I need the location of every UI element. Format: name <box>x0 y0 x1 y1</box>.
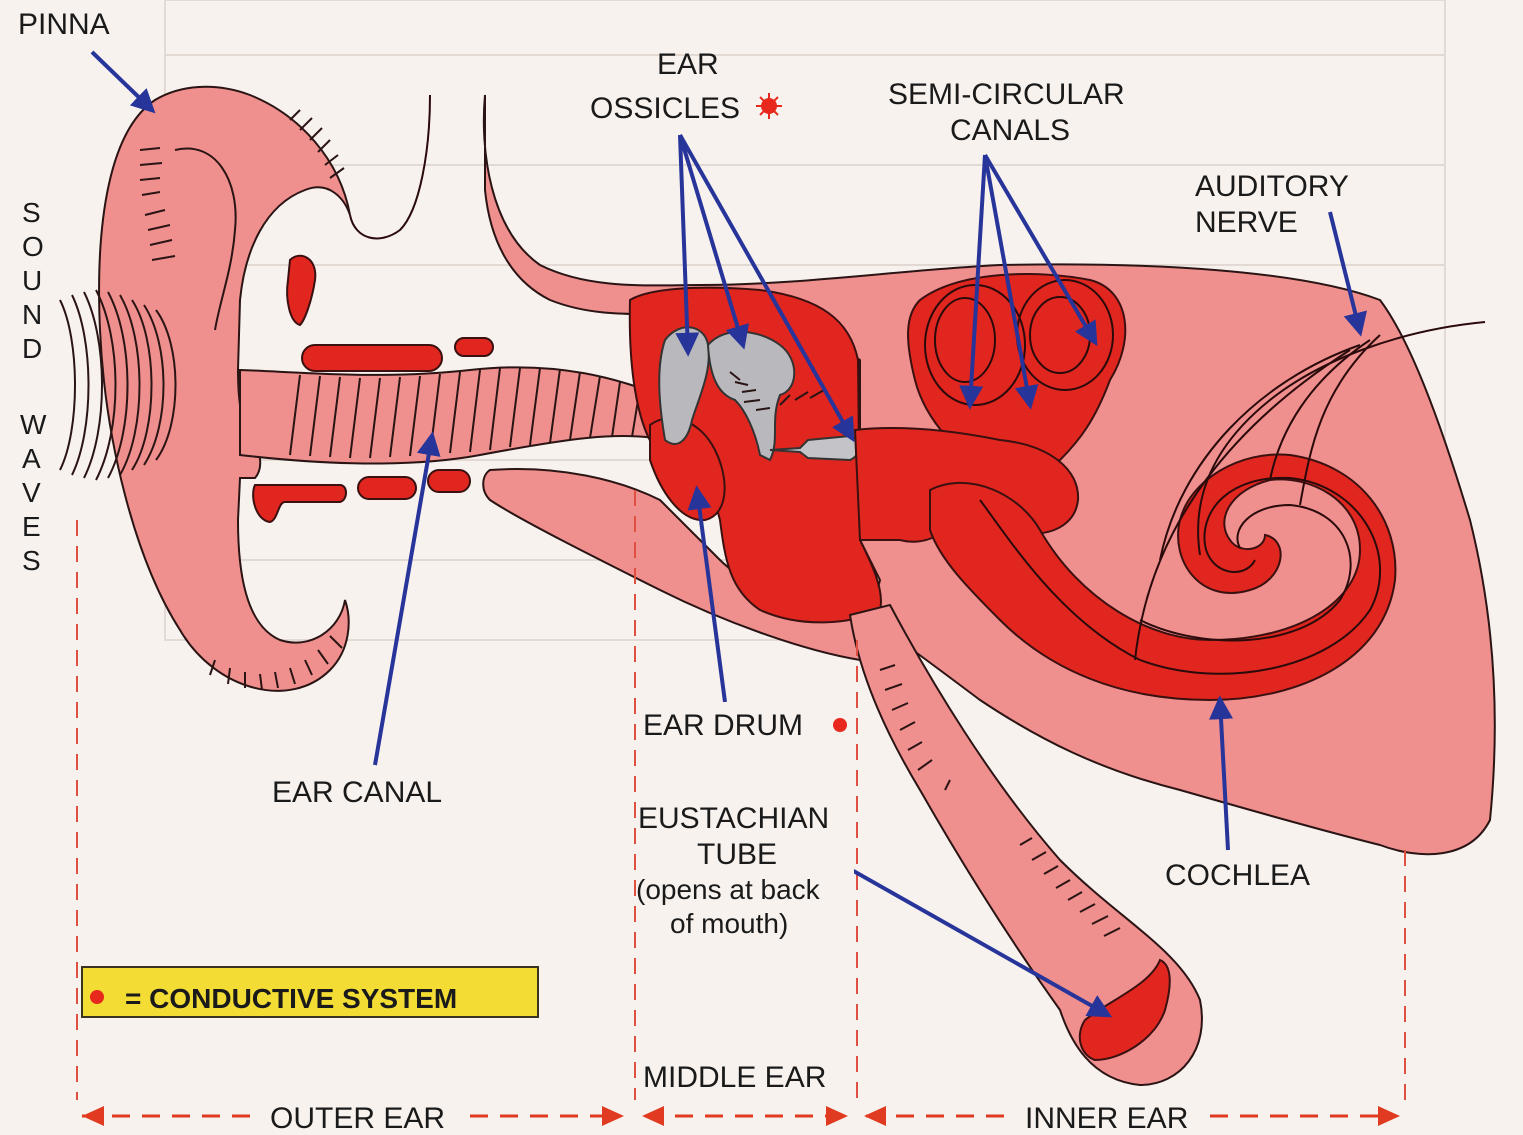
label-middle-ear: MIDDLE EAR <box>643 1061 826 1094</box>
svg-text:W: W <box>20 409 47 440</box>
label-ear-ossicles-2: OSSICLES <box>590 92 740 125</box>
cartilage-5 <box>358 477 416 499</box>
label-eustachian-3: (opens at back <box>636 874 821 905</box>
label-eustachian-1: EUSTACHIAN <box>638 802 829 835</box>
legend-box: = CONDUCTIVE SYSTEM <box>82 967 538 1017</box>
label-cochlea: COCHLEA <box>1165 859 1310 892</box>
legend-text: = CONDUCTIVE SYSTEM <box>125 983 457 1014</box>
label-semicircular-2: CANALS <box>950 114 1070 147</box>
label-ear-canal: EAR CANAL <box>272 776 442 809</box>
label-outer-ear: OUTER EAR <box>270 1102 445 1135</box>
label-ear-ossicles-1: EAR <box>657 48 719 81</box>
cartilage-6 <box>428 470 470 492</box>
svg-text:U: U <box>22 265 42 296</box>
label-auditory-2: NERVE <box>1195 206 1298 239</box>
cartilage-2 <box>302 345 442 371</box>
label-semicircular-1: SEMI-CIRCULAR <box>888 78 1125 111</box>
cartilage-1 <box>287 256 315 325</box>
cartilage-3 <box>455 338 493 356</box>
ear-canal-tube <box>240 367 665 463</box>
cartilage-4 <box>253 485 346 522</box>
label-eustachian-4: of mouth) <box>670 908 788 939</box>
label-ear-drum: EAR DRUM <box>643 709 803 742</box>
svg-text:O: O <box>22 231 44 262</box>
ossicles-conductive-marker <box>756 93 782 119</box>
label-inner-ear: INNER EAR <box>1025 1102 1188 1135</box>
svg-text:V: V <box>22 477 41 508</box>
label-sound-waves: S O U N D W A V E S <box>20 197 47 576</box>
label-eustachian-2: TUBE <box>697 838 777 871</box>
svg-text:S: S <box>22 545 41 576</box>
helix-outline <box>350 95 430 238</box>
svg-text:S: S <box>22 197 41 228</box>
label-auditory-1: AUDITORY <box>1195 170 1349 203</box>
svg-text:E: E <box>22 511 41 542</box>
svg-text:N: N <box>22 299 42 330</box>
svg-text:D: D <box>22 333 42 364</box>
legend-conductive-marker <box>90 990 104 1004</box>
ear-drum-conductive-marker <box>833 718 847 732</box>
label-pinna: PINNA <box>18 8 110 41</box>
pinna-arrow <box>92 52 152 110</box>
svg-text:A: A <box>22 443 41 474</box>
